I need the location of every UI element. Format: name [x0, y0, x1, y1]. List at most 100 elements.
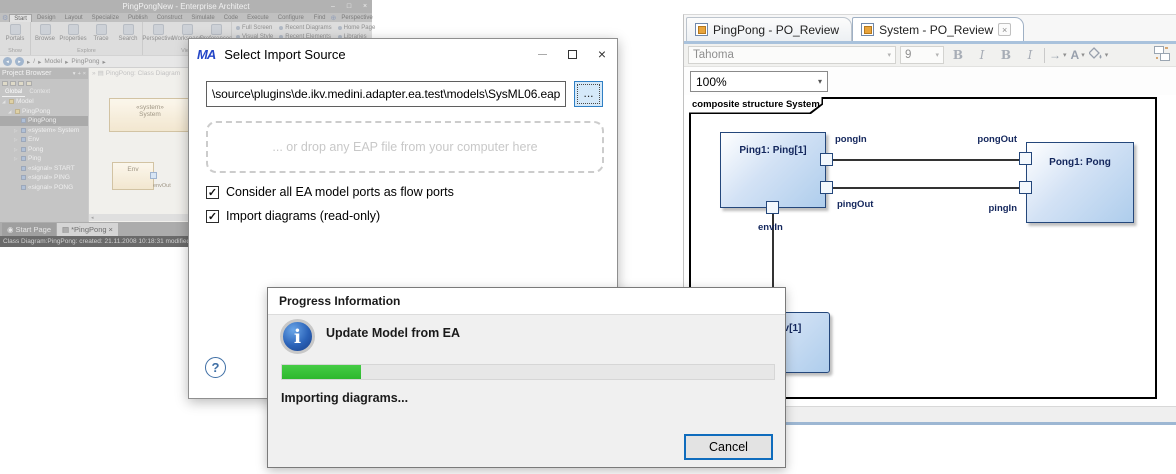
- pb-tab-context[interactable]: Context: [29, 89, 51, 95]
- ea-gear-icon[interactable]: ⚙: [2, 14, 9, 22]
- eap-path-input[interactable]: [206, 81, 566, 107]
- ea-maximize-icon[interactable]: □: [346, 2, 352, 10]
- tab-close-icon[interactable]: ×: [108, 225, 113, 234]
- progress-dialog-title[interactable]: Progress Information: [268, 288, 785, 315]
- ea-ribbon-tab-design[interactable]: Design: [36, 14, 56, 21]
- minimize-button[interactable]: [527, 39, 557, 69]
- italic-button[interactable]: I: [979, 48, 985, 62]
- expander-icon[interactable]: ▷: [14, 137, 18, 142]
- import-diagrams-checkbox[interactable]: ✓: [206, 209, 219, 223]
- tree-item-pingpong-diagram[interactable]: PingPong: [0, 116, 88, 126]
- back-icon[interactable]: ◂: [3, 57, 12, 66]
- ea-button-portals[interactable]: Portals: [2, 23, 28, 47]
- pb-newfolder-icon[interactable]: [2, 81, 8, 86]
- ea-minimize-icon[interactable]: –: [331, 2, 335, 10]
- port-envIn[interactable]: [766, 201, 779, 214]
- ea-close-icon[interactable]: ×: [362, 2, 368, 10]
- breadcrumb-model[interactable]: Model: [44, 58, 63, 65]
- font-color-button[interactable]: A ▾: [1071, 48, 1085, 62]
- close-button[interactable]: ×: [587, 39, 617, 69]
- ea-button-perspective[interactable]: Perspective: [142, 23, 174, 47]
- tree-item-system[interactable]: ▷ «system» System: [0, 126, 88, 136]
- port-pongIn[interactable]: [820, 153, 833, 166]
- ea-button-trace[interactable]: Trace: [89, 23, 113, 47]
- pb-close-icon[interactable]: ×: [82, 70, 86, 77]
- scroll-left-icon[interactable]: ◂: [91, 214, 94, 221]
- pb-tab-global[interactable]: Global: [2, 88, 26, 97]
- font-family-select[interactable]: Tahoma ▾: [688, 46, 896, 64]
- ea-link-home-page[interactable]: Home Page: [337, 25, 375, 31]
- eap-drop-zone[interactable]: ... or drop any EAP file from your compu…: [206, 121, 604, 173]
- dialog-titlebar[interactable]: MA Select Import Source ×: [189, 39, 617, 69]
- ea-ribbon-tab-configure[interactable]: Configure: [277, 14, 304, 21]
- help-button[interactable]: ?: [205, 357, 226, 378]
- pb-menu-icon[interactable]: ▾: [72, 70, 76, 77]
- font-size-select[interactable]: 9 ▾: [900, 46, 944, 64]
- tab-system-po-review[interactable]: System - PO_Review ×: [852, 17, 1025, 41]
- tree-item-env[interactable]: ▷ Env: [0, 135, 88, 145]
- ea-ribbon-tab-layout[interactable]: Layout: [64, 14, 83, 21]
- fill-color-button[interactable]: ▾: [1087, 47, 1108, 63]
- ea-ribbon-tab-construct[interactable]: Construct: [156, 14, 183, 21]
- pb-movedown-icon[interactable]: [26, 81, 32, 86]
- tab-close-icon[interactable]: ×: [998, 23, 1012, 36]
- zoom-select[interactable]: 100% ▾: [690, 71, 828, 92]
- bold-button-2[interactable]: B: [1000, 48, 1012, 62]
- ea-element-system[interactable]: «system» System: [109, 98, 191, 132]
- ea-tab-start-page[interactable]: ◉ Start Page: [2, 223, 56, 236]
- cancel-button[interactable]: Cancel: [684, 434, 773, 460]
- tree-item-ping[interactable]: ▷ Ping: [0, 154, 88, 164]
- ea-ribbon-tab-start[interactable]: Start: [9, 13, 32, 22]
- connector-pong-line[interactable]: [833, 159, 1019, 161]
- expander-icon[interactable]: ▷: [14, 146, 18, 152]
- ea-ribbon-tab-execute[interactable]: Execute: [247, 14, 269, 21]
- browse-button[interactable]: ...: [574, 81, 603, 107]
- ea-ribbon-tab-specialize[interactable]: Specialize: [91, 14, 120, 21]
- expander-icon[interactable]: ◢: [8, 108, 12, 114]
- tree-item-signal-start[interactable]: «signal» START: [0, 164, 88, 174]
- pb-openfolder-icon[interactable]: [10, 81, 16, 86]
- ea-ribbon-tab-publish[interactable]: Publish: [128, 14, 148, 21]
- tree-item-pong[interactable]: ▷ Pong: [0, 145, 88, 155]
- pb-moveup-icon[interactable]: [18, 81, 24, 86]
- tab-pingpong-po-review[interactable]: PingPong - PO_Review: [686, 17, 853, 41]
- ea-find-box[interactable]: Find: [313, 14, 326, 21]
- block-pong1[interactable]: Pong1: Pong: [1026, 142, 1134, 223]
- flow-ports-checkbox[interactable]: ✓: [206, 185, 219, 199]
- pb-pin-icon[interactable]: +: [77, 70, 81, 77]
- breadcrumb-pingpong[interactable]: PingPong: [71, 58, 100, 65]
- ea-titlebar[interactable]: PingPongNew - Enterprise Architect – □ ×: [0, 0, 372, 13]
- ea-element-env[interactable]: Env: [112, 162, 154, 190]
- port-pongOut[interactable]: [1019, 152, 1032, 165]
- block-ping1[interactable]: Ping1: Ping[1]: [720, 132, 826, 208]
- ea-link-full-screen[interactable]: Full Screen: [236, 25, 273, 31]
- expander-icon[interactable]: ◢: [2, 99, 6, 104]
- ea-button-properties[interactable]: Properties: [59, 23, 87, 47]
- expander-icon[interactable]: ▷: [14, 127, 18, 133]
- tree-item-pingpong-package[interactable]: ◢ PingPong: [0, 107, 88, 117]
- ea-link-recent-diagrams[interactable]: Recent Diagrams: [279, 25, 332, 31]
- forward-icon[interactable]: ▸: [15, 57, 24, 66]
- ea-button-workspace[interactable]: Workspace: [172, 23, 202, 47]
- ea-button-browse[interactable]: Browse: [33, 23, 57, 47]
- ea-button-search[interactable]: Search: [116, 23, 140, 47]
- italic-button-2[interactable]: I: [1027, 48, 1033, 62]
- sync-view-button[interactable]: [1154, 46, 1170, 64]
- tree-item-signal-ping[interactable]: «signal» PING: [0, 173, 88, 183]
- ea-link-libraries[interactable]: Libraries: [337, 34, 376, 40]
- ea-ribbon-tab-code[interactable]: Code: [223, 14, 239, 21]
- port-pingOut[interactable]: [820, 181, 833, 194]
- ea-link-visual-style[interactable]: Visual Style: [236, 34, 273, 40]
- ea-tab-pingpong[interactable]: ▤ *PingPong ×: [57, 223, 118, 236]
- tree-item-model[interactable]: ◢ Model: [0, 97, 88, 107]
- line-style-button[interactable]: → ▾: [1049, 48, 1067, 62]
- connector-env-line[interactable]: [772, 214, 774, 305]
- connector-ping-line[interactable]: [833, 187, 1019, 189]
- bold-button[interactable]: B: [952, 48, 964, 62]
- expander-icon[interactable]: ▷: [14, 156, 18, 161]
- ea-ribbon-tab-simulate[interactable]: Simulate: [191, 14, 215, 21]
- maximize-button[interactable]: [557, 39, 587, 69]
- ea-perspective-menu[interactable]: Perspective: [341, 14, 373, 21]
- ea-env-port[interactable]: [150, 172, 157, 179]
- ea-link-recent-elements[interactable]: Recent Elements: [279, 34, 331, 40]
